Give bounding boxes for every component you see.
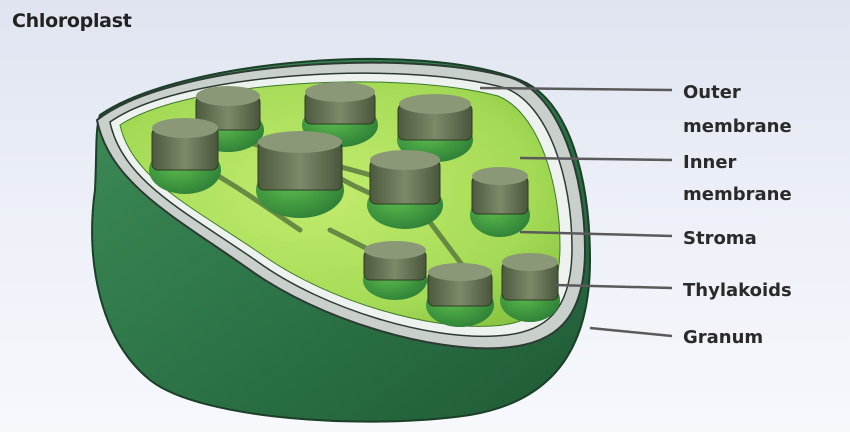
label-outer-membrane-line1: Outer — [683, 82, 741, 103]
granum-5 — [256, 131, 344, 218]
label-outer-membrane-line2: membrane — [683, 116, 792, 137]
label-stroma: Stroma — [683, 228, 757, 249]
label-granum: Granum — [683, 327, 763, 348]
leader-granum — [590, 328, 672, 336]
granum-8 — [363, 241, 427, 300]
granum-9 — [426, 263, 494, 327]
granum-4 — [149, 118, 221, 194]
granum-7 — [470, 167, 530, 237]
label-inner-membrane-line2: membrane — [683, 184, 792, 205]
label-inner-membrane-line1: Inner — [683, 152, 737, 173]
granum-6 — [367, 150, 443, 229]
label-thylakoids: Thylakoids — [683, 280, 792, 301]
granum-10 — [500, 253, 560, 322]
